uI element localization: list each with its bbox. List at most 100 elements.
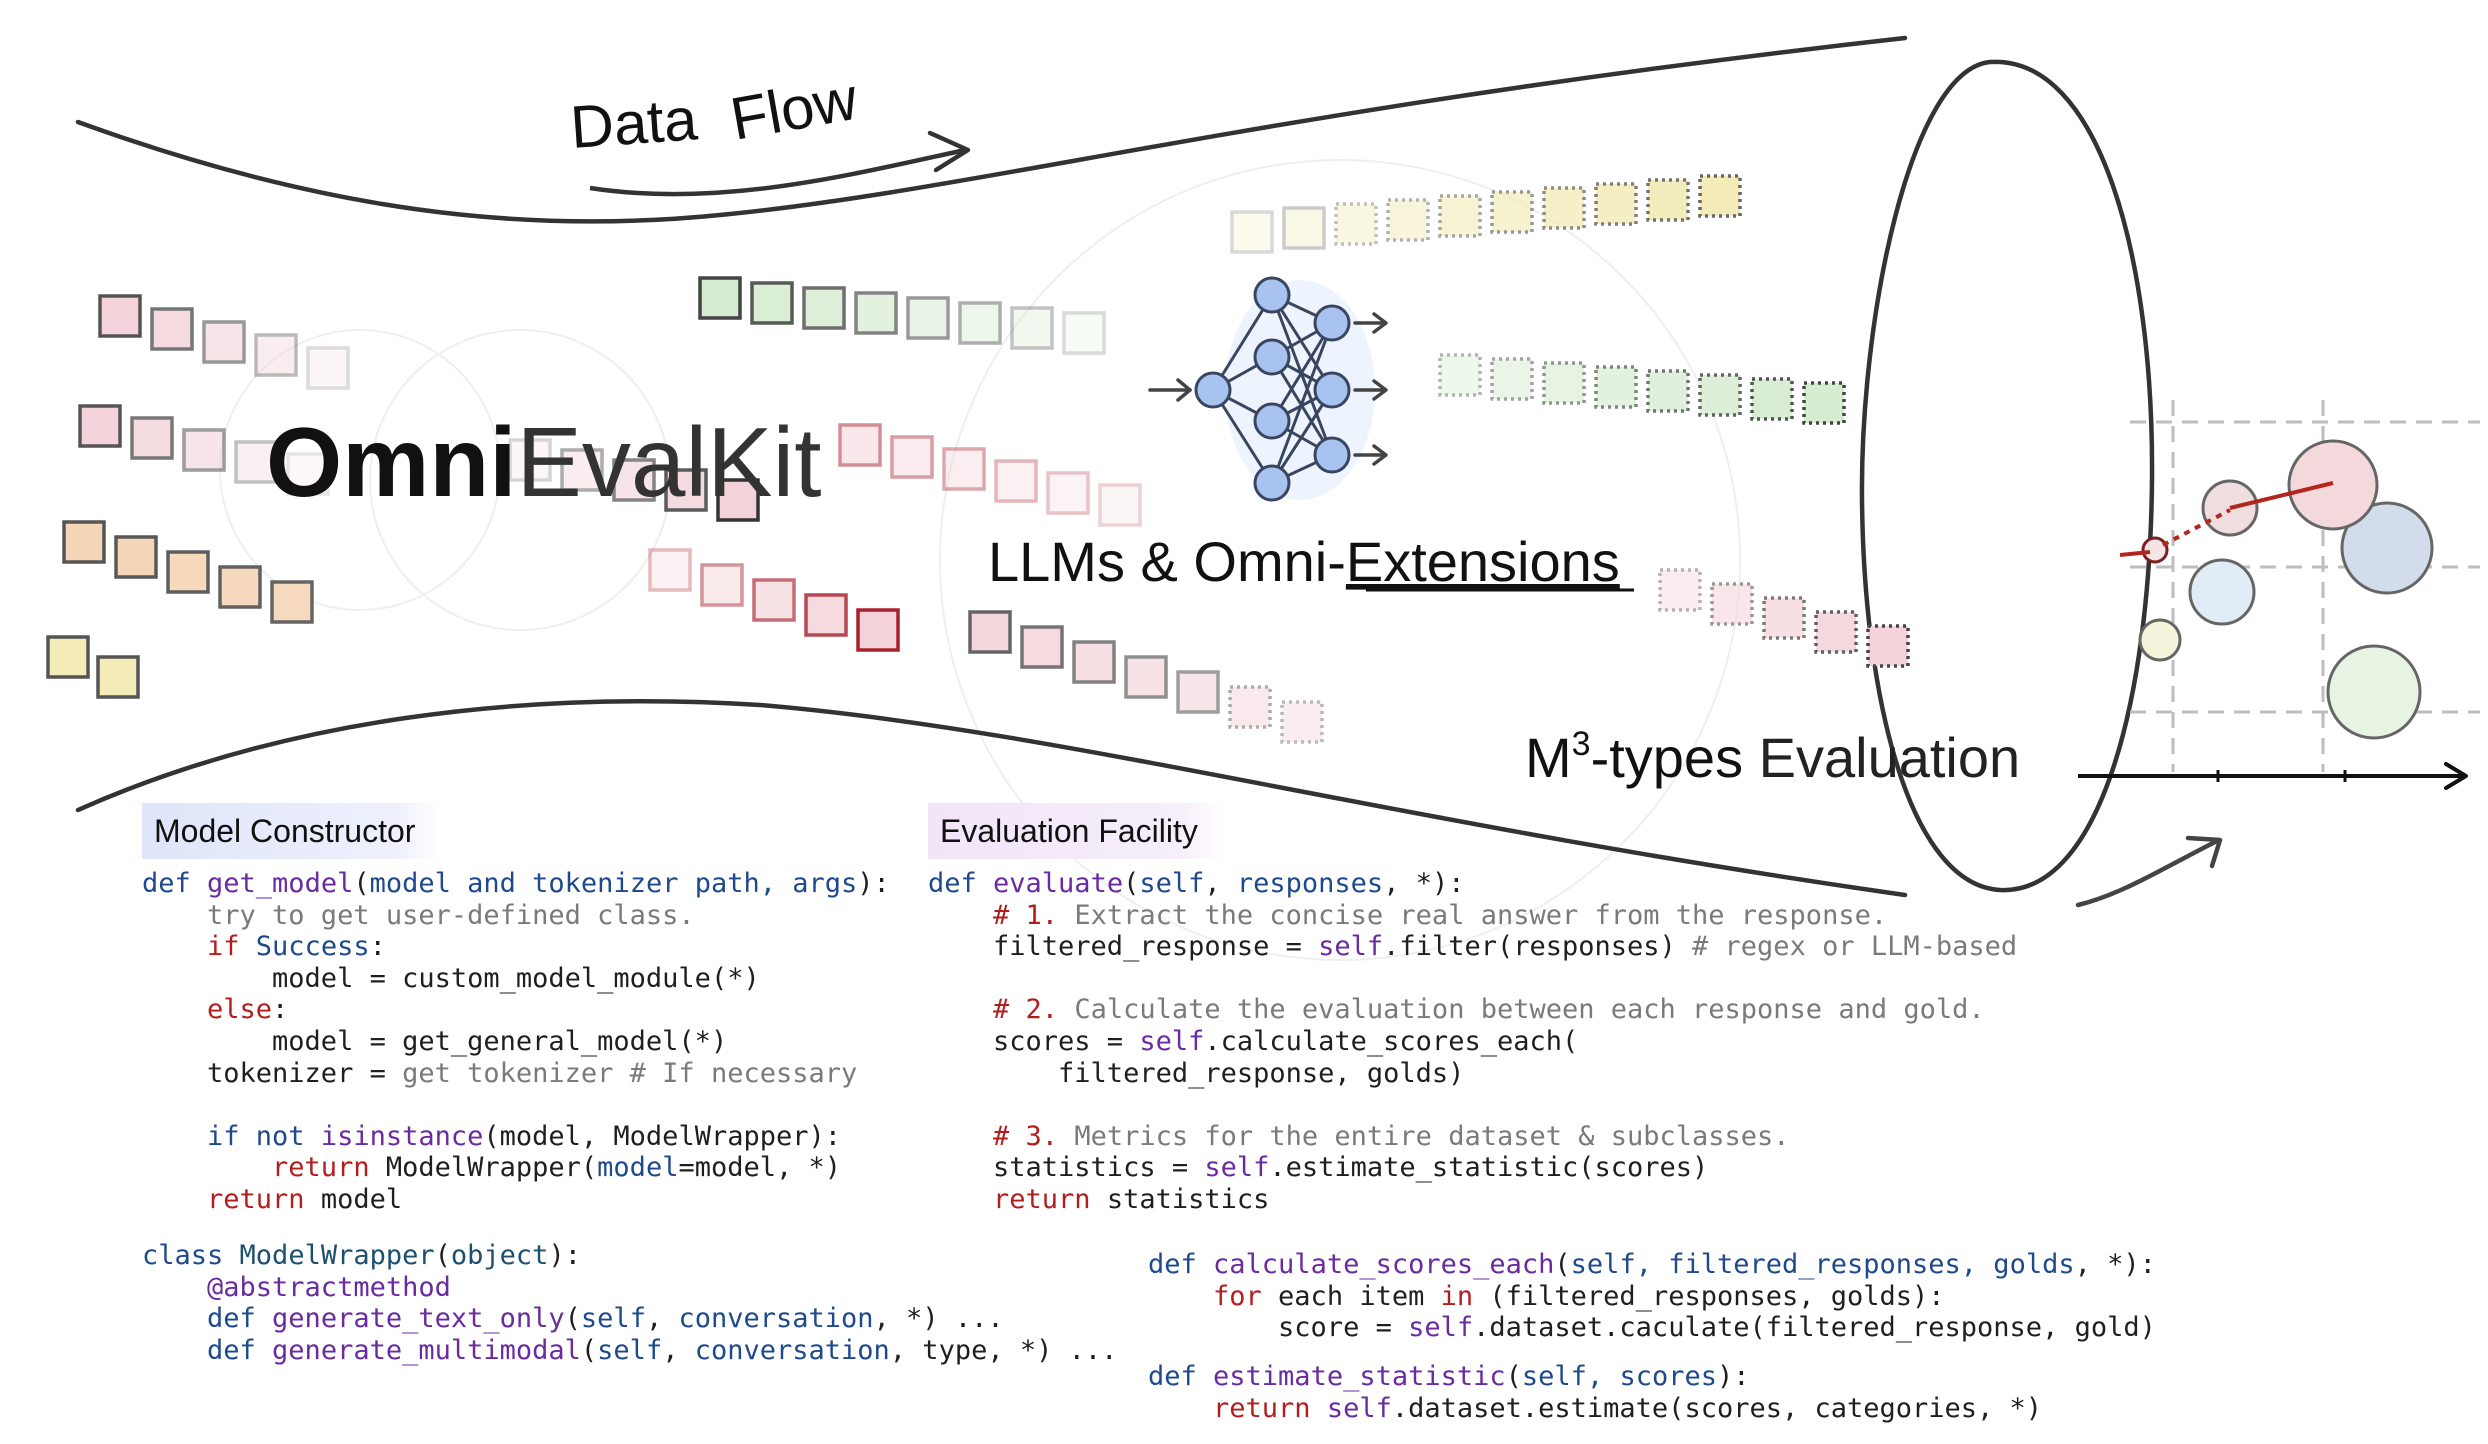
data-flow-label-1: Data: [568, 85, 700, 161]
code-line: def generate_text_only(self, conversatio…: [142, 1303, 1117, 1335]
data-square: [1230, 210, 1274, 254]
code-token: model: [320, 1183, 403, 1215]
code-token: self: [1139, 1025, 1205, 1057]
code-line: model = get_general_model(*): [142, 1026, 890, 1058]
data-square: [1646, 369, 1690, 413]
data-square: [750, 281, 794, 325]
data-square: [942, 447, 986, 491]
code-token: # regex or LLM-based: [1692, 931, 2018, 963]
data-square: [1282, 206, 1326, 250]
data-flow-arrow: [589, 147, 966, 197]
code-token: (: [580, 1334, 598, 1366]
data-square: [234, 440, 278, 484]
data-square: [1010, 306, 1054, 350]
code-token: def: [928, 868, 994, 899]
code-token: (: [434, 1240, 451, 1271]
data-square: [1280, 700, 1324, 744]
data-square: [166, 550, 210, 594]
code-token: (model, ModelWrapper):: [483, 1120, 841, 1152]
data-square: [648, 548, 692, 592]
nn-node: [1313, 304, 1351, 342]
calculate-scores-code: def calculate_scores_each(self, filtered…: [1148, 1249, 2156, 1344]
code-line: def estimate_statistic(self, scores):: [1148, 1361, 2042, 1393]
code-token: :: [369, 931, 386, 963]
data-square: [1658, 568, 1702, 612]
data-square: [612, 458, 656, 502]
code-line: # 1. Extract the concise real answer fro…: [928, 900, 2017, 932]
code-line: [142, 1089, 890, 1121]
data-square: [958, 301, 1002, 345]
llms-label: LLMs & Omni-Extensions: [988, 530, 1620, 593]
code-token: ,: [1204, 868, 1237, 899]
data-square: [854, 291, 898, 335]
code-token: model and tokenizer path, args: [369, 868, 858, 899]
code-token: .calculate_scores_each(: [1204, 1025, 1579, 1057]
data-square: [1490, 190, 1534, 234]
code-token: (: [1554, 1249, 1571, 1280]
code-line: else:: [142, 994, 890, 1026]
data-square: [838, 423, 882, 467]
data-square: [1542, 361, 1586, 405]
code-token: score =: [1148, 1312, 1409, 1344]
nn-node: [1313, 371, 1351, 409]
code-token: [928, 1121, 993, 1152]
data-square: [1490, 357, 1534, 401]
data-square: [114, 535, 158, 579]
data-flow-label-2: Flow: [726, 65, 863, 153]
estimate-statistic-code: def estimate_statistic(self, scores): re…: [1148, 1361, 2042, 1424]
funnel-bottom-curve: [75, 699, 1908, 898]
code-token: ):: [1716, 1361, 1750, 1392]
code-token: each item: [1278, 1280, 1441, 1312]
code-token: isinstance: [320, 1120, 484, 1152]
code-token: (: [564, 1303, 581, 1335]
data-square: [1072, 640, 1116, 684]
code-token: =model, *): [678, 1152, 842, 1184]
code-token: Metrics for the entire dataset & subclas…: [1058, 1120, 1790, 1152]
data-square: [1438, 353, 1482, 397]
code-line: return model: [142, 1184, 890, 1216]
code-token: def: [1148, 1361, 1214, 1392]
code-line: statistics = self.estimate_statistic(sco…: [928, 1152, 2017, 1184]
data-square: [62, 520, 106, 564]
data-square: [1594, 182, 1638, 226]
data-square: [1698, 174, 1742, 218]
code-line: # 2. Calculate the evaluation between ea…: [928, 994, 2017, 1026]
code-token: generate_multimodal: [272, 1334, 581, 1366]
data-square: [804, 593, 848, 637]
nn-node: [1253, 402, 1291, 440]
data-square: [1438, 194, 1482, 238]
code-token: def: [142, 1334, 273, 1366]
code-token: filtered_response, golds): [928, 1057, 1465, 1089]
code-token: [928, 900, 993, 931]
m3-prefix: M: [1525, 726, 1572, 789]
data-square: [1814, 610, 1858, 654]
m3-sup: 3: [1572, 725, 1591, 763]
model-constructor-code: def get_model(model and tokenizer path, …: [142, 868, 890, 1216]
m3-evaluation-label: M3-types Evaluation: [1525, 725, 2020, 789]
data-square: [78, 404, 122, 448]
code-token: Calculate the evaluation between each re…: [1058, 994, 1985, 1026]
code-token: estimate_statistic: [1213, 1361, 1506, 1392]
code-token: # 1.: [993, 899, 1059, 931]
code-line: def get_model(model and tokenizer path, …: [142, 868, 890, 900]
data-square: [202, 320, 246, 364]
code-token: , type, *) ...: [889, 1334, 1118, 1366]
code-token: return: [142, 1183, 321, 1215]
data-square: [218, 565, 262, 609]
data-square: [1020, 625, 1064, 669]
data-square: [752, 578, 796, 622]
data-square: [508, 438, 552, 482]
code-token: ,: [645, 1303, 679, 1335]
code-token: model: [597, 1152, 679, 1184]
data-square: [1866, 624, 1910, 668]
code-token: ModelWrapper(: [385, 1152, 598, 1184]
code-token: if: [142, 931, 256, 963]
code-token: self: [1326, 1392, 1392, 1424]
data-square: [700, 563, 744, 607]
code-token: get_model: [207, 868, 354, 899]
data-square: [1098, 483, 1142, 527]
code-token: self, filtered_responses, golds: [1570, 1249, 2075, 1280]
code-token: @abstractmethod: [142, 1271, 451, 1303]
llms-prefix: LLMs & Omni-: [988, 530, 1346, 593]
code-token: ,: [662, 1334, 695, 1366]
